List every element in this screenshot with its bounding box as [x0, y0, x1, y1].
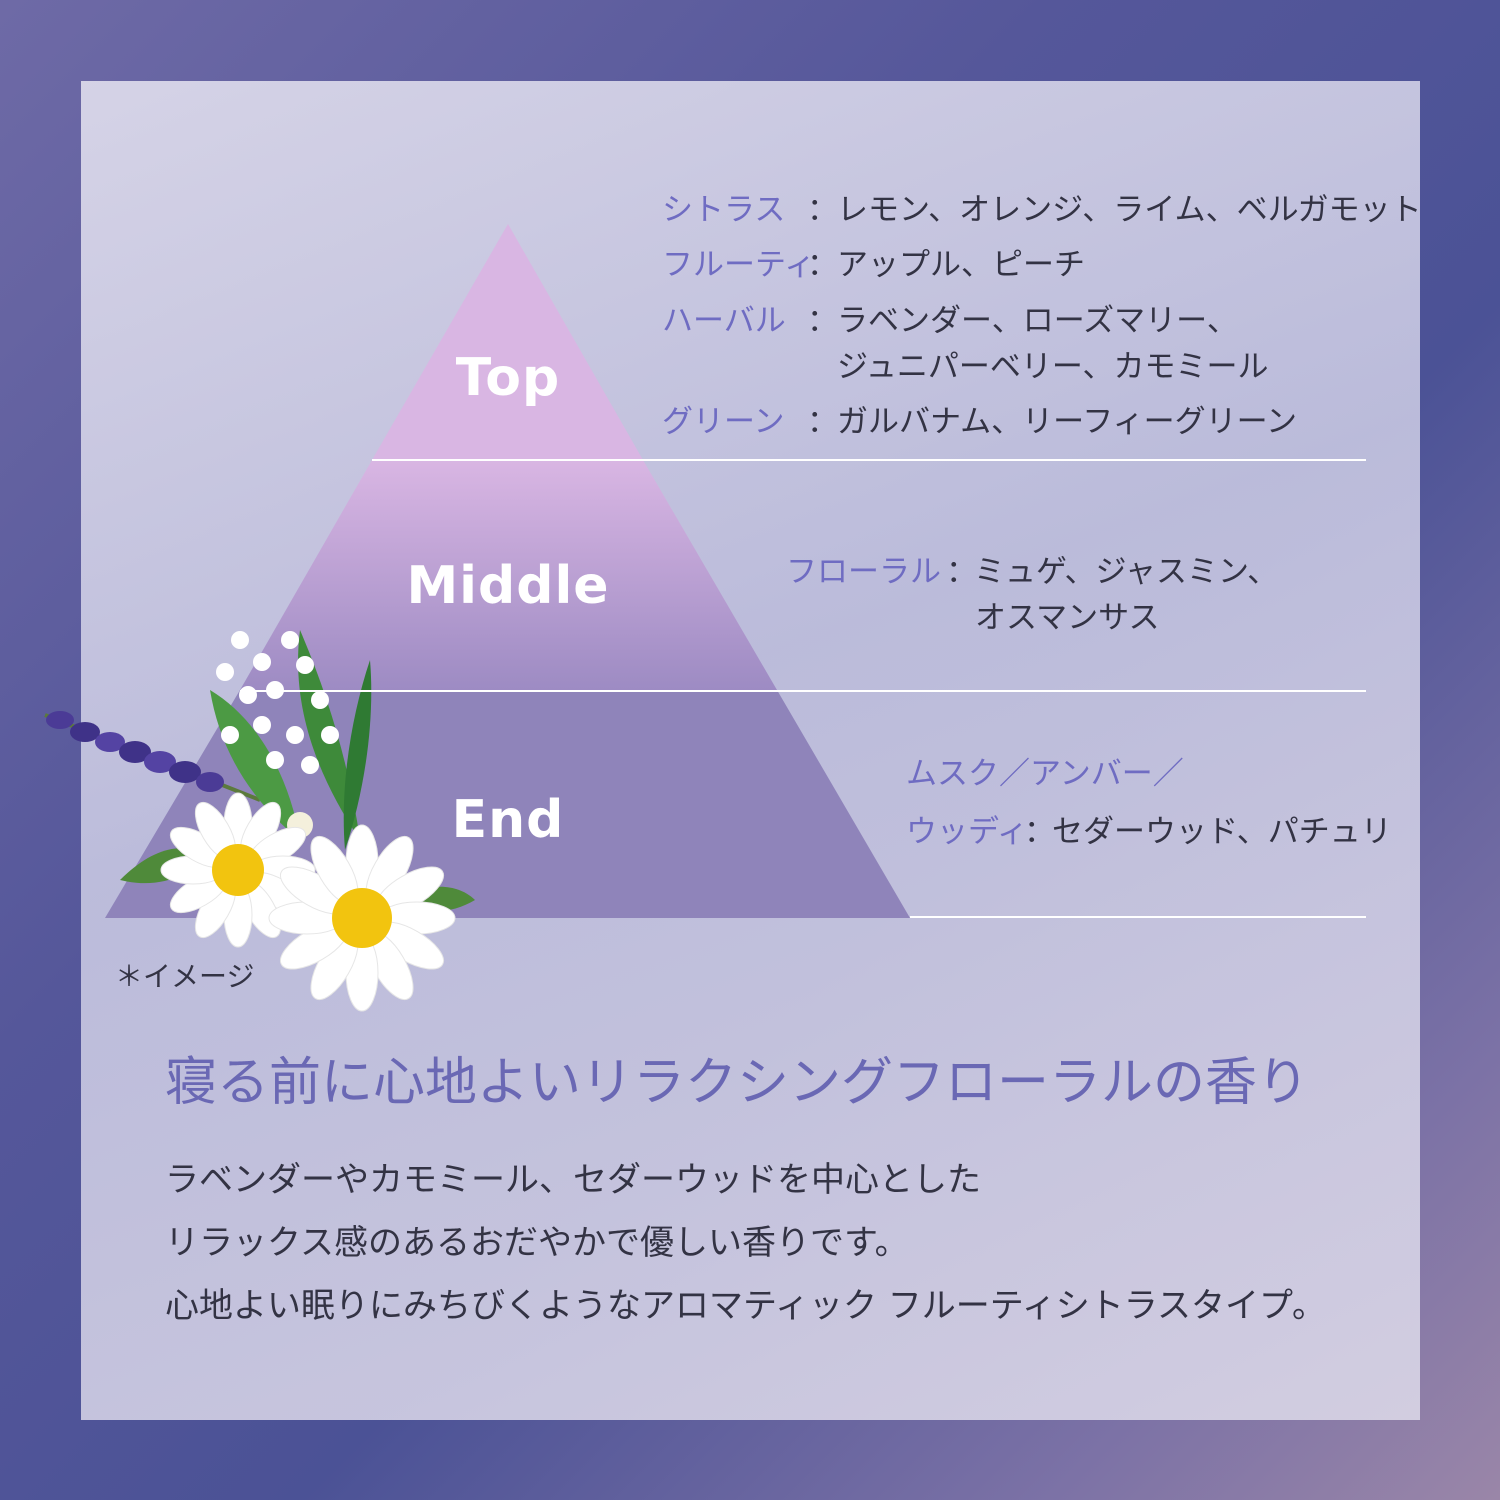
note-row-fruity: フルーティ：アップル、ピーチ: [662, 243, 1085, 287]
note-separator: ：: [1024, 814, 1055, 850]
tier-label-top: Top: [455, 348, 561, 408]
note-category: シトラス: [662, 192, 786, 228]
tier-label-middle: Middle: [406, 556, 610, 616]
note-row-citrus: シトラス ：レモン、オレンジ、ライム、ベルガモット: [662, 188, 1422, 232]
note-category: フルーティ: [662, 247, 816, 283]
description-line: ラベンダーやカモミール、セダーウッドを中心とした: [165, 1160, 981, 1200]
note-value: ラベンダー、ローズマリー、: [837, 303, 1238, 339]
description-line: 心地よい眠りにみちびくようなアロマティック フルーティシトラスタイプ。: [165, 1286, 1327, 1326]
note-row-woody: ウッディ：セダーウッド、パチュリ: [906, 810, 1392, 854]
note-separator: ：: [807, 303, 838, 339]
divider-top-middle: [372, 459, 1366, 461]
note-row-green: グリーン ：ガルバナム、リーフィーグリーン: [662, 400, 1297, 444]
note-category: グリーン: [662, 404, 785, 440]
divider-end-bottom: [910, 916, 1366, 918]
note-category: ウッディ: [906, 814, 1028, 850]
note-separator: ：: [807, 247, 838, 283]
note-separator: ：: [807, 404, 838, 440]
chamomile-icon: [268, 824, 456, 1012]
note-category: フローラル: [786, 554, 941, 590]
headline: 寝る前に心地よいリラクシングフローラルの香り: [165, 1053, 1310, 1113]
flower-bouquet: [44, 630, 475, 1012]
note-value: セダーウッド、パチュリ: [1052, 814, 1392, 850]
note-value-continued: オスマンサス: [975, 600, 1160, 636]
lily-of-the-valley-icon: [210, 630, 372, 850]
pyramid-middle-tier: [240, 460, 777, 690]
tier-label-end: End: [451, 790, 565, 850]
divider-middle-end: [240, 690, 1366, 692]
note-value: ミュゲ、ジャスミン、: [974, 554, 1279, 590]
note-separator: ：: [807, 192, 838, 228]
note-separator: ：: [946, 554, 977, 590]
note-row-herbal: ハーバル ：ラベンダー、ローズマリー、: [662, 299, 1238, 343]
note-row-floral: フローラル：ミュゲ、ジャスミン、: [786, 550, 1278, 594]
lavender-icon: [44, 711, 261, 802]
note-value: アップル、ピーチ: [837, 247, 1085, 283]
description-line: リラックス感のあるおだやかで優しい香りです。: [165, 1223, 909, 1263]
note-value: レモン、オレンジ、ライム、ベルガモット: [837, 192, 1422, 228]
note-category: ムスク／アンバー／: [906, 756, 1184, 792]
note-category: ハーバル: [662, 303, 786, 339]
note-value: ガルバナム、リーフィーグリーン: [837, 404, 1298, 440]
note-row-musk: ムスク／アンバー／: [906, 752, 1184, 796]
image-caption: ＊イメージ: [115, 960, 255, 993]
pyramid-top-tier: [372, 224, 643, 460]
note-value-continued: ジュニパーベリー、カモミール: [837, 349, 1269, 385]
